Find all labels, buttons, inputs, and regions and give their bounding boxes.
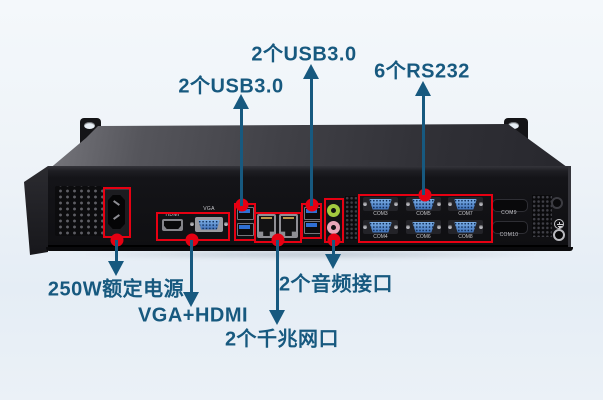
rack-ear-hole	[508, 122, 519, 129]
screw-icon	[394, 225, 398, 229]
callout-label-video: VGA+HDMI	[137, 304, 249, 327]
callout-label-usb-mid: 2个USB3.0	[251, 43, 357, 66]
db9-connector	[369, 198, 392, 210]
jack-hole	[331, 208, 336, 213]
rj45-opening	[259, 216, 274, 236]
callout-label-audio: 2个音频接口	[278, 273, 394, 296]
callout-line-usb-left	[240, 109, 243, 206]
hdmi-port-label: HDMI	[165, 212, 180, 218]
screw-icon	[437, 225, 441, 229]
com-port-label: COM6	[416, 234, 431, 240]
chassis-top-cover	[48, 124, 571, 170]
callout-label-power: 250W额定电源	[47, 278, 185, 301]
vga-port-label: VGA	[203, 206, 215, 212]
vent-grille-left	[55, 186, 103, 236]
chassis-left-side	[24, 166, 48, 255]
arrow-up-icon	[303, 64, 319, 79]
vent-grille-right	[532, 195, 552, 237]
ethernet-port	[257, 214, 276, 238]
screw-icon	[363, 202, 367, 206]
audio-lineout-jack	[327, 204, 340, 217]
callout-line-power	[115, 240, 118, 262]
com-port: COM8	[448, 220, 483, 240]
screw-icon	[479, 225, 483, 229]
callout-line-video	[190, 240, 193, 293]
com-port-label: COM4	[373, 234, 388, 240]
screw-icon	[406, 202, 410, 206]
callout-label-lan: 2个千兆网口	[224, 328, 340, 351]
hdmi-opening	[164, 221, 181, 229]
rj45-pins	[261, 217, 272, 219]
arrow-down-icon	[269, 310, 285, 325]
arrow-up-icon	[233, 94, 249, 109]
db9-connector	[412, 221, 435, 233]
db9-connector	[454, 221, 477, 233]
com-port: COM7	[448, 197, 483, 217]
round-hole	[551, 197, 563, 209]
screw-icon	[394, 202, 398, 206]
arrow-up-icon	[415, 81, 431, 96]
usb-tongue	[239, 225, 250, 229]
com-port: COM3	[363, 197, 398, 217]
db9-connector	[369, 221, 392, 233]
jack-hole	[331, 225, 336, 230]
com-port: COM4	[363, 220, 398, 240]
usb-tongue	[306, 223, 317, 227]
vent-grille-mid	[345, 196, 357, 240]
callout-label-usb-left: 2个USB3.0	[178, 75, 284, 98]
rack-ear-hole	[84, 122, 95, 129]
vga-connector-face	[198, 219, 220, 230]
rj45-opening	[281, 216, 296, 236]
usb3-port	[304, 221, 321, 234]
callout-label-rs232: 6个RS232	[374, 60, 470, 83]
chassis-bottom-edge	[46, 247, 573, 251]
com-cutout-label: COM10	[499, 232, 519, 238]
callout-line-rs232	[422, 96, 425, 195]
screw-icon	[448, 202, 452, 206]
callout-line-lan	[276, 240, 279, 311]
callout-line-usb-mid	[310, 79, 313, 206]
com-port-label: COM5	[416, 211, 431, 217]
vga-port	[195, 217, 223, 232]
com-port-label: COM8	[458, 234, 473, 240]
callout-dot-com	[418, 188, 432, 202]
power-inlet-port	[104, 189, 131, 237]
db9-connector	[454, 198, 477, 210]
com-port: COM5	[406, 197, 441, 217]
ethernet-port	[279, 214, 298, 238]
screw-icon	[363, 225, 367, 229]
chassis-shadow	[62, 250, 558, 259]
rj45-pins	[283, 217, 294, 219]
usb3-port	[237, 223, 254, 236]
screw-icon	[479, 202, 483, 206]
arrow-down-icon	[183, 292, 199, 307]
arrow-down-icon	[325, 254, 341, 269]
audio-mic-jack	[327, 221, 340, 234]
screw-icon	[406, 225, 410, 229]
screw-icon	[190, 222, 194, 226]
screw-icon	[437, 202, 441, 206]
ground-symbol-icon	[554, 219, 564, 229]
com-port-label: COM3	[373, 211, 388, 217]
hdmi-port	[162, 219, 183, 231]
com-cutout-label: COM9	[501, 210, 517, 216]
arrow-down-icon	[108, 261, 124, 276]
small-audio-jack	[553, 229, 565, 241]
com-port-label: COM7	[458, 211, 473, 217]
com-port: COM6	[406, 220, 441, 240]
highlight-box-power	[103, 187, 131, 238]
db9-connector	[412, 198, 435, 210]
screw-icon	[224, 222, 228, 226]
callout-line-audio	[332, 240, 335, 255]
power-socket	[108, 195, 125, 229]
screw-icon	[448, 225, 452, 229]
